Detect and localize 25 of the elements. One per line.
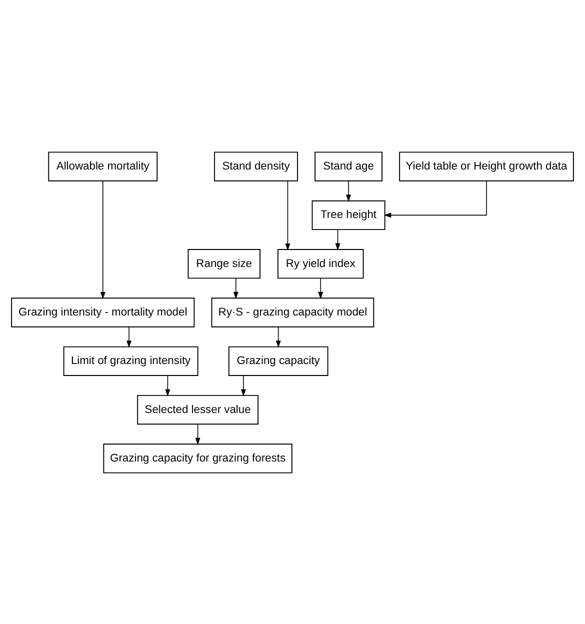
- arrow: [233, 278, 238, 299]
- node-box: Grazing capacity: [228, 346, 328, 376]
- node-box: Tree height: [312, 200, 386, 230]
- node-box: Limit of grazing intensity: [63, 346, 198, 376]
- node-box: Grazing intensity - mortality model: [11, 297, 195, 327]
- arrow: [165, 374, 170, 396]
- arrow: [346, 180, 352, 202]
- arrow: [384, 180, 487, 218]
- arrow: [195, 424, 200, 445]
- node-box: Selected lesser value: [137, 394, 258, 424]
- node-box: Ry·S - grazing capacity model: [211, 297, 374, 327]
- node-box: Allowable mortality: [48, 151, 158, 181]
- arrow: [318, 278, 324, 299]
- node-box: Range size: [188, 248, 260, 278]
- arrow: [240, 374, 246, 396]
- node-box: Grazing capacity for grazing forests: [103, 443, 292, 473]
- node-box: Ry yield index: [277, 248, 364, 278]
- arrow: [126, 326, 132, 348]
- node-box: Stand age: [314, 151, 382, 181]
- arrow: [335, 228, 340, 250]
- arrow: [100, 180, 106, 299]
- node-box: Stand density: [214, 151, 298, 181]
- node-box: Yield table or Height growth data: [399, 151, 574, 181]
- arrow: [285, 180, 290, 250]
- arrow: [276, 326, 281, 348]
